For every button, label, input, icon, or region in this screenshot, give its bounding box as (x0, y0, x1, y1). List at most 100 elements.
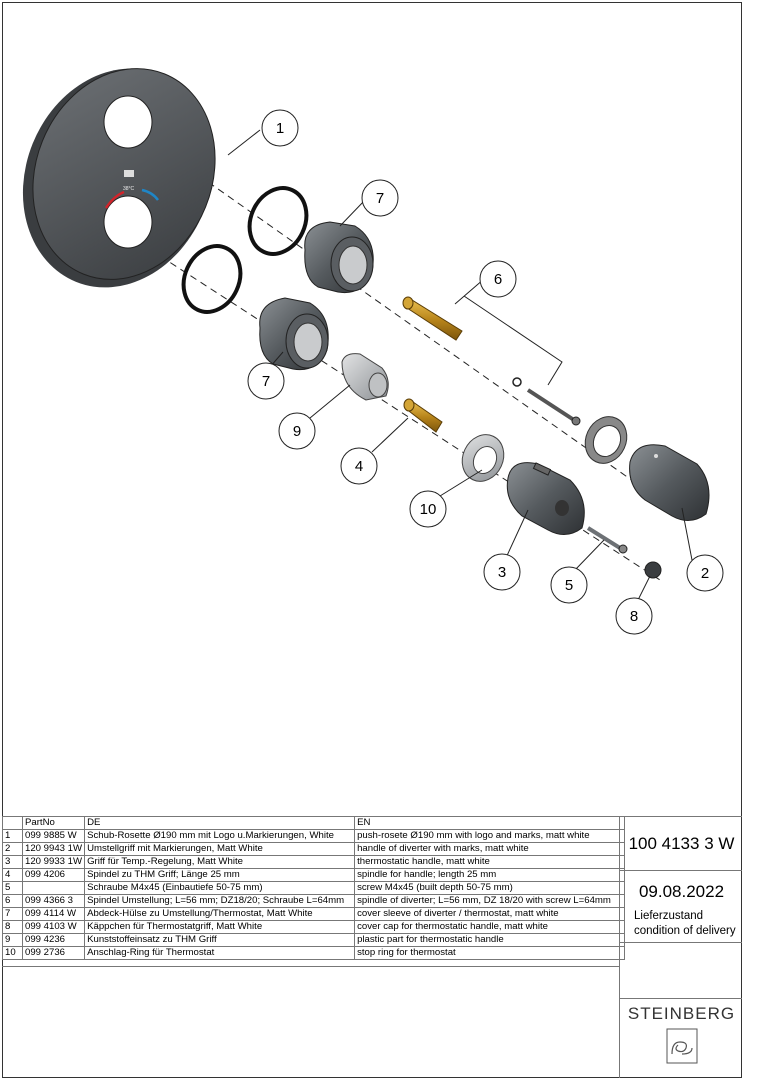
cold-mark (141, 188, 159, 201)
row-part-no: 099 9885 W (21, 829, 86, 843)
row-part-no (21, 881, 86, 895)
temperature-marking: 38°C (123, 186, 135, 192)
row-en: plastic part for thermostatic handle (354, 933, 626, 947)
table-row: 5 Schraube M4x45 (Einbautiefe 50-75 mm) … (2, 881, 626, 895)
part-stop-ring (461, 434, 505, 482)
parts-list-table: PartNo DE EN 1 099 9885 W Schub-Rosette … (2, 816, 626, 960)
svg-text:4: 4 (355, 458, 363, 475)
o-rings (181, 186, 309, 314)
row-part-no: 120 9943 1W (21, 842, 86, 856)
row-de: Käppchen für Thermostatgriff, Matt White (84, 920, 356, 934)
row-en: cover cap for thermostatic handle, matt … (354, 920, 626, 934)
callout-5: 5 (550, 566, 588, 604)
row-en: stop ring for thermostat (354, 946, 626, 960)
svg-text:7: 7 (262, 373, 270, 390)
table-row: 4 099 4206 Spindel zu THM Griff; Länge 2… (2, 868, 626, 882)
row-de: Griff für Temp.-Regelung, Matt White (84, 855, 356, 869)
callout-7-upper: 7 (361, 179, 399, 217)
row-no: 2 (2, 842, 23, 856)
release-date: 09.08.2022 (638, 882, 725, 901)
svg-text:9: 9 (293, 423, 301, 440)
row-en: screw M4x45 (built depth 50-75 mm) (354, 881, 626, 895)
drawing-sheet (2, 2, 742, 1078)
row-no: 5 (2, 881, 23, 895)
svg-text:1: 1 (276, 120, 284, 137)
svg-text:5: 5 (565, 577, 573, 594)
row-no: 7 (2, 907, 23, 921)
callout-3: 3 (483, 553, 521, 591)
part-cover-sleeve-lower (259, 297, 329, 371)
header-no (2, 816, 23, 830)
callout-4: 4 (340, 447, 378, 485)
row-de: Abdeck-Hülse zu Umstellung/Thermostat, M… (84, 907, 356, 921)
row-part-no: 099 2736 (21, 946, 86, 960)
row-de: Spindel zu THM Griff; Länge 25 mm (84, 868, 356, 882)
title-block: 100 4133 3 W 09.08.2022 Lieferzustand co… (619, 816, 742, 1078)
row-de: Spindel Umstellung; L=56 mm; DZ18/20; Sc… (84, 894, 356, 908)
row-en: push-rosete Ø190 mm with logo and marks,… (354, 829, 626, 843)
table-row: 2 120 9943 1W Umstellgriff mit Markierun… (2, 842, 626, 856)
header-part-no: PartNo (21, 816, 86, 830)
o-ring-upper (247, 186, 309, 256)
callout-1: 1 (261, 109, 299, 147)
row-de: Schub-Rosette Ø190 mm mit Logo u.Markier… (84, 829, 356, 843)
svg-text:8: 8 (630, 608, 638, 625)
brand-name: STEINBERG (627, 1004, 736, 1023)
part-plastic-insert (341, 353, 389, 401)
row-en: cover sleeve of diverter / thermostat, m… (354, 907, 626, 921)
shower-icon (124, 170, 134, 177)
o-ring-lower (181, 244, 243, 314)
row-de: Anschlag-Ring für Thermostat (84, 946, 356, 960)
row-en: spindle for handle; length 25 mm (354, 868, 626, 882)
part-ring-diverter (584, 416, 628, 464)
callout-10: 10 (409, 490, 447, 528)
table-row: 8 099 4103 W Käppchen für Thermostatgrif… (2, 920, 626, 934)
row-part-no: 099 4366 3 (21, 894, 86, 908)
part-rosette: 38°C (22, 68, 216, 288)
row-part-no: 099 4114 W (21, 907, 86, 921)
callouts: 1 7 6 7 9 4 10 3 (247, 109, 724, 635)
article-number: 100 4133 3 W (628, 834, 735, 853)
part-diverter-handle (629, 444, 710, 521)
row-en: thermostatic handle, matt white (354, 855, 626, 869)
title-block-divider (620, 998, 742, 999)
row-de: Umstellgriff mit Markierungen, Matt Whit… (84, 842, 356, 856)
svg-text:7: 7 (376, 190, 384, 207)
callout-8: 8 (615, 597, 653, 635)
row-part-no: 099 4206 (21, 868, 86, 882)
table-row: 10 099 2736 Anschlag-Ring für Thermostat… (2, 946, 626, 960)
row-no: 3 (2, 855, 23, 869)
delivery-status-de: Lieferzustand (634, 910, 704, 922)
table-row: 9 099 4236 Kunststoffeinsatz zu THM Grif… (2, 933, 626, 947)
row-no: 6 (2, 894, 23, 908)
svg-text:10: 10 (420, 501, 437, 518)
part-cover-cap (644, 561, 662, 579)
row-no: 4 (2, 868, 23, 882)
table-bottom-line (2, 966, 619, 967)
row-no: 8 (2, 920, 23, 934)
callout-6: 6 (479, 260, 517, 298)
row-part-no: 099 4103 W (21, 920, 86, 934)
row-part-no: 120 9933 1W (21, 855, 86, 869)
row-de: Schraube M4x45 (Einbautiefe 50-75 mm) (84, 881, 356, 895)
callout-2: 2 (686, 554, 724, 592)
title-block-divider (620, 942, 742, 943)
exploded-view-drawing: 38°C (22, 68, 724, 635)
table-row: 7 099 4114 W Abdeck-Hülse zu Umstellung/… (2, 907, 626, 921)
header-en: EN (354, 816, 626, 830)
hot-mark (104, 190, 125, 209)
row-en: spindle of diverter; L=56 mm, DZ 18/20 w… (354, 894, 626, 908)
part-thermostatic-handle (506, 462, 585, 535)
row-no: 1 (2, 829, 23, 843)
header-de: DE (84, 816, 356, 830)
row-no: 9 (2, 933, 23, 947)
table-row: 1 099 9885 W Schub-Rosette Ø190 mm mit L… (2, 829, 626, 843)
title-block-divider (620, 816, 742, 817)
part-screw (586, 526, 628, 554)
svg-text:3: 3 (498, 564, 506, 581)
row-en: handle of diverter with marks, matt whit… (354, 842, 626, 856)
svg-text:2: 2 (701, 565, 709, 582)
row-no: 10 (2, 946, 23, 960)
title-block-divider (620, 870, 742, 871)
part-diverter-spindle (402, 295, 581, 426)
